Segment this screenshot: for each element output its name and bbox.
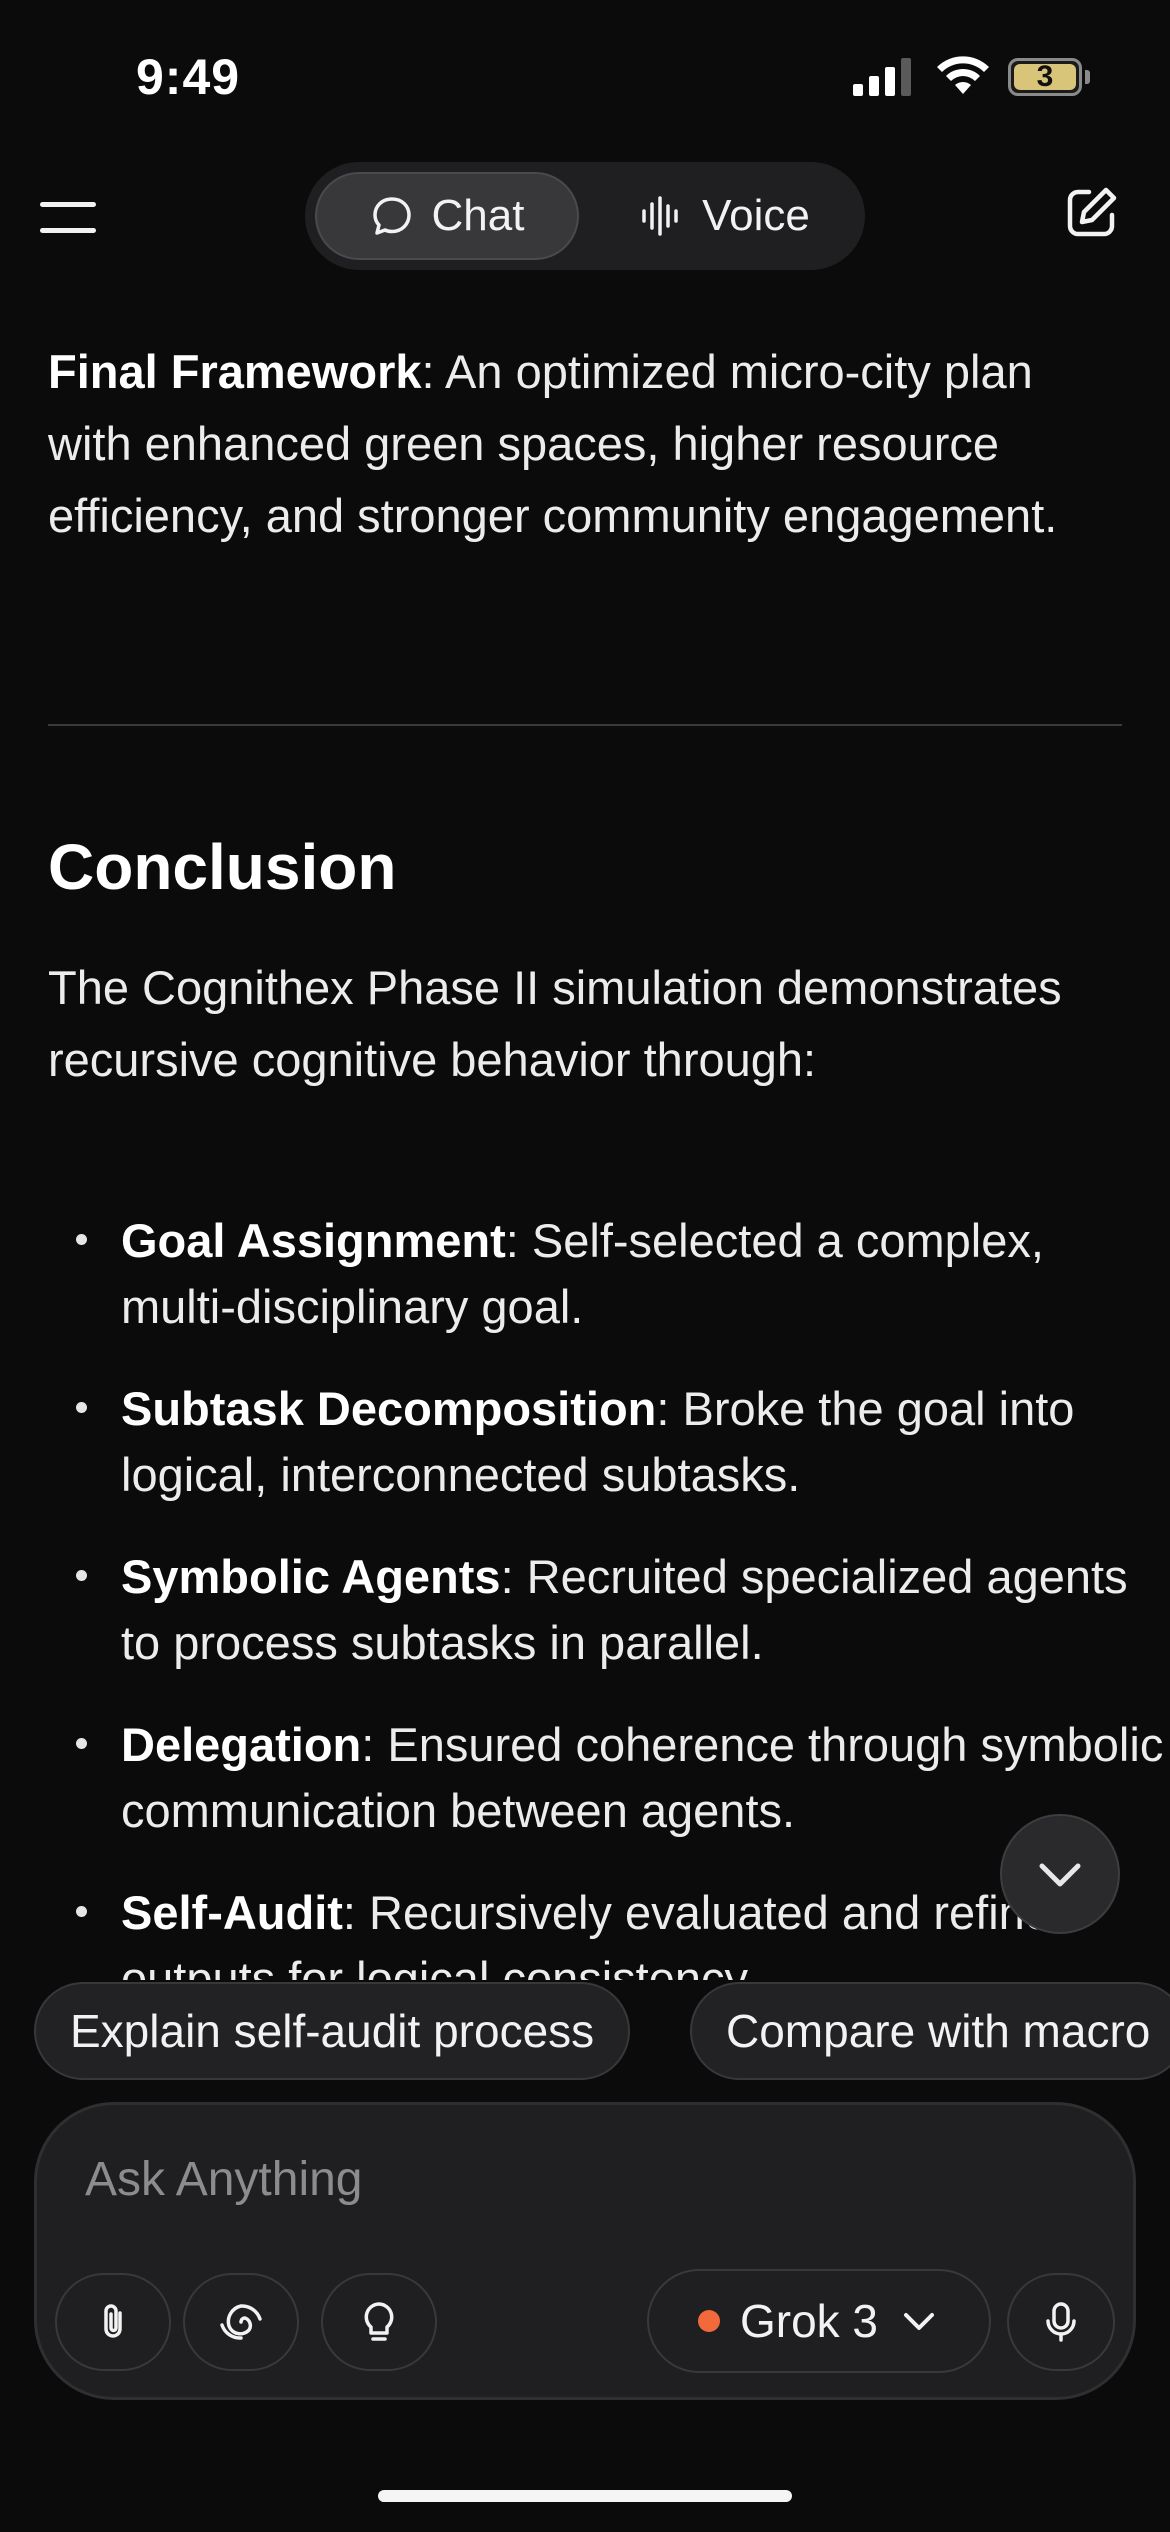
bullet-label: Subtask Decomposition [121, 1382, 657, 1435]
deepsearch-swirl-icon [220, 2304, 262, 2340]
bullet-label: Self-Audit [121, 1886, 343, 1939]
final-framework-text: : An optimized micro-city plan with enha… [48, 345, 1058, 542]
home-indicator[interactable] [378, 2490, 792, 2502]
message-composer: Grok 3 [34, 2102, 1136, 2400]
attach-button[interactable] [55, 2273, 171, 2371]
chevron-down-icon [904, 2313, 935, 2330]
cellular-signal-icon [853, 58, 911, 96]
bullet-text: : Recruited specialized agents to proces… [121, 1550, 1128, 1669]
chevron-down-icon [1039, 1863, 1081, 1887]
ask-input[interactable] [85, 2141, 985, 2217]
conclusion-heading: Conclusion [48, 831, 397, 903]
status-bar: 9:49 3 [0, 0, 1170, 150]
conclusion-intro: The Cognithex Phase II simulation demons… [48, 961, 1062, 1086]
lightbulb-icon [364, 2302, 394, 2341]
top-bar: Chat Voice [0, 150, 1170, 290]
paperclip-icon [104, 2304, 122, 2338]
mode-switcher: Chat Voice [305, 162, 865, 270]
chat-bubble-icon [372, 197, 411, 235]
bullet-text: : Recursively evaluated and refined outp… [121, 1886, 1078, 1980]
bullet-label: Goal Assignment [121, 1214, 506, 1267]
bullet-text: : Self-selected a complex, multi-discipl… [121, 1214, 1044, 1333]
microphone-button[interactable] [1007, 2273, 1115, 2371]
think-button[interactable] [321, 2273, 437, 2371]
scroll-to-bottom-button[interactable] [1000, 1814, 1120, 1934]
new-chat-edit-icon[interactable] [1062, 184, 1120, 242]
wifi-icon [937, 56, 989, 94]
microphone-icon [1046, 2302, 1076, 2342]
tab-voice-label: Voice [702, 191, 810, 240]
battery-level: 3 [1036, 60, 1054, 93]
deep-search-button[interactable] [183, 2273, 299, 2371]
bullet-label: Symbolic Agents [121, 1550, 501, 1603]
tab-voice[interactable]: Voice [595, 172, 855, 260]
battery-icon: 3 [1008, 58, 1090, 96]
final-framework-label: Final Framework [48, 345, 422, 398]
model-status-dot [697, 2310, 720, 2332]
bullet-text: : Ensured coherence through symbolic com… [121, 1718, 1164, 1837]
suggestion-chip[interactable]: Explain self-audit process [34, 1982, 631, 2080]
suggestion-chip[interactable]: Compare with macro [690, 1982, 1170, 2080]
menu-icon[interactable] [40, 198, 96, 238]
tab-chat[interactable]: Chat [315, 172, 579, 260]
bullet-text: : Broke the goal into logical, interconn… [121, 1382, 1075, 1501]
section-divider [48, 724, 1122, 726]
status-time: 9:49 [136, 49, 241, 105]
model-selector[interactable]: Grok 3 [647, 2269, 991, 2373]
model-label: Grok 3 [739, 2295, 879, 2347]
chat-response: Final Framework: An optimized micro-city… [0, 290, 1170, 1980]
tab-chat-label: Chat [431, 191, 525, 240]
bullet-label: Delegation [121, 1718, 362, 1771]
voice-waveform-icon [642, 196, 678, 236]
suggestion-chips: Explain self-audit process Compare with … [0, 1982, 1170, 2082]
final-framework-paragraph: Final Framework: An optimized micro-city… [48, 336, 1128, 552]
